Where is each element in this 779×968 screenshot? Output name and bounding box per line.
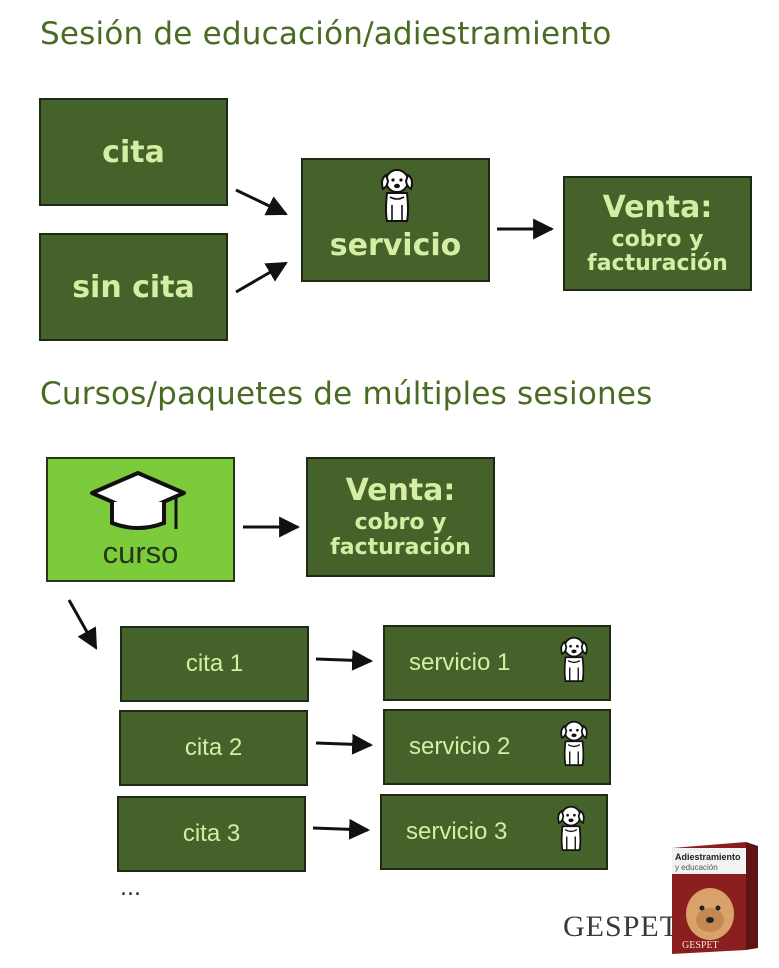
venta-title-1: Venta:	[602, 189, 713, 225]
servicio-3-box: servicio 3	[380, 794, 608, 870]
cita-label: cita	[102, 134, 165, 170]
brand-part1: GES	[563, 910, 623, 943]
more-ellipsis: ...	[120, 876, 141, 901]
cita-box: cita	[39, 98, 228, 206]
servicio-label: servicio	[329, 228, 462, 263]
cita-1-label: cita 1	[185, 649, 244, 677]
venta-line1-2: cobro y	[354, 510, 447, 536]
venta-line2-2: facturación	[330, 534, 471, 560]
servicio-3-label: servicio 3	[406, 817, 508, 845]
product-box-image: Adiestramiento y educación GESPET	[672, 842, 758, 954]
dog-icon	[557, 717, 591, 769]
cita-3-label: cita 3	[182, 819, 241, 847]
curso-box: curso	[46, 457, 235, 582]
brand-part2: PET	[622, 910, 680, 943]
servicio-2-label: servicio 2	[409, 732, 511, 760]
cita-1-box: cita 1	[120, 626, 309, 702]
sin-cita-label: sin cita	[72, 269, 195, 305]
cita-3-box: cita 3	[117, 796, 306, 872]
box-logo: GESPET	[682, 940, 719, 951]
graduation-cap-icon	[90, 471, 186, 530]
servicio-box: servicio	[301, 158, 490, 282]
box-title: Adiestramiento	[675, 852, 741, 862]
sin-cita-box: sin cita	[39, 233, 228, 341]
dog-icon	[557, 633, 591, 685]
servicio-1-label: servicio 1	[409, 648, 511, 676]
section2-title: Cursos/paquetes de múltiples sesiones	[40, 376, 653, 412]
venta-box-2: Venta: cobro y facturación	[306, 457, 495, 577]
venta-line1-1: cobro y	[611, 226, 704, 252]
dog-icon	[554, 802, 588, 854]
servicio-2-box: servicio 2	[383, 709, 611, 785]
venta-title-2: Venta:	[345, 473, 456, 509]
section1-title: Sesión de educación/adiestramiento	[40, 16, 612, 52]
cita-2-label: cita 2	[184, 733, 243, 761]
dog-icon	[377, 165, 417, 225]
cita-2-box: cita 2	[119, 710, 308, 786]
box-subtitle: y educación	[675, 863, 718, 872]
servicio-1-box: servicio 1	[383, 625, 611, 701]
venta-box-1: Venta: cobro y facturación	[563, 176, 752, 291]
brand-logo: GESPET	[563, 910, 679, 944]
curso-label: curso	[102, 534, 179, 570]
venta-line2-1: facturación	[587, 251, 728, 276]
